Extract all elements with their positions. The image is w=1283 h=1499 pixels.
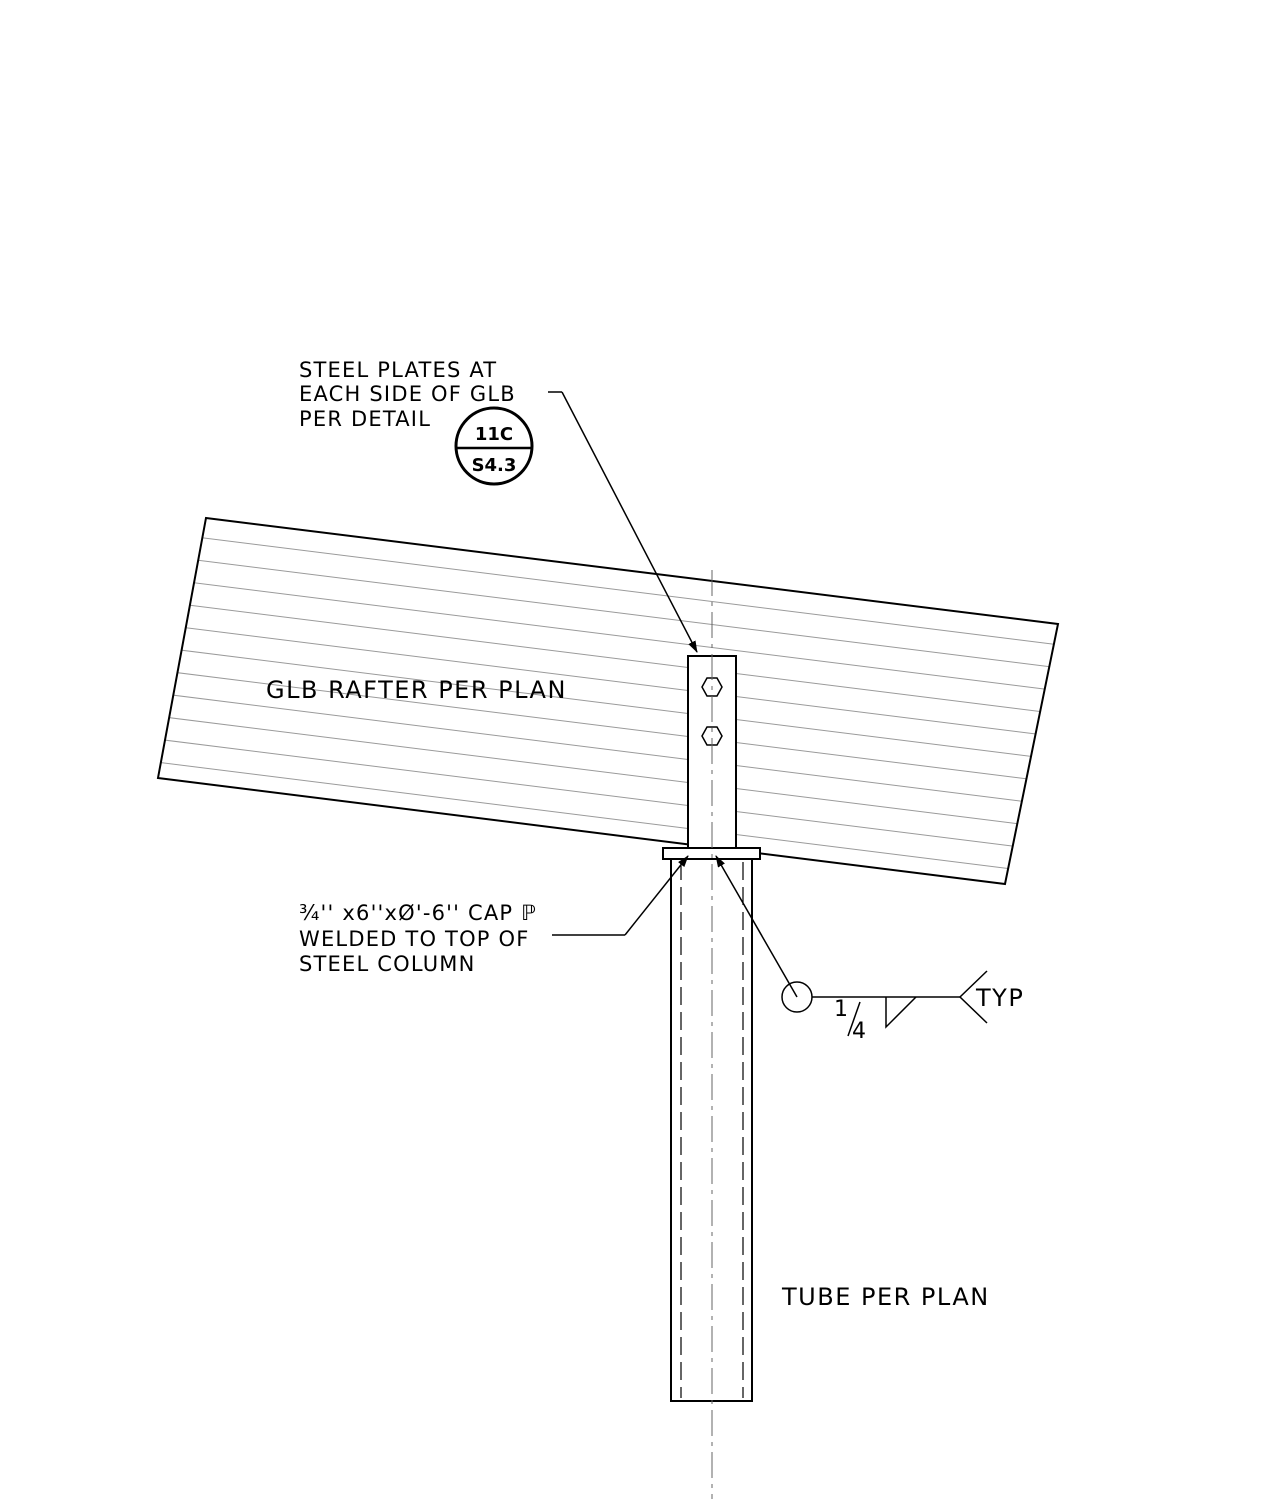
- steel-plates-leader: [548, 391, 698, 653]
- weld-note-typ: TYP: [975, 984, 1024, 1012]
- weld-size-denominator: 4: [852, 1019, 866, 1044]
- rafter-outline: [156, 516, 1060, 886]
- tube-label: TUBE PER PLAN: [781, 1283, 990, 1311]
- steel-plates-line-1: STEEL PLATES AT: [299, 358, 497, 382]
- glb-rafter-beam: [156, 516, 1060, 886]
- sheet-number: S4.3: [472, 455, 517, 476]
- cap-plate-line-3: STEEL COLUMN: [299, 952, 476, 976]
- detail-reference-tag: 11C S4.3: [454, 406, 534, 486]
- weld-symbol: 1 4 TYP: [715, 855, 1024, 1044]
- detail-number: 11C: [475, 424, 513, 445]
- cap-plate-label: ¾'' x6''xØ'-6'' CAP ℙ WELDED TO TOP OF S…: [299, 901, 537, 976]
- bolt-lower-icon: [701, 726, 723, 746]
- glulam-laminations: [158, 524, 1058, 881]
- cap-plate-leader: [552, 855, 689, 936]
- bolt-upper-icon: [701, 677, 723, 697]
- weld-tail-icon: [958, 970, 988, 1024]
- weld-size-numerator: 1: [834, 997, 848, 1022]
- glb-rafter-label: GLB RAFTER PER PLAN: [266, 676, 567, 704]
- cap-plate-line-1: ¾'' x6''xØ'-6'' CAP ℙ: [299, 901, 537, 925]
- steel-plates-label: STEEL PLATES AT EACH SIDE OF GLB PER DET…: [299, 358, 516, 431]
- fillet-weld-icon: [885, 996, 917, 1029]
- steel-plates-line-2: EACH SIDE OF GLB: [299, 382, 516, 406]
- cap-plate-line-2: WELDED TO TOP OF: [299, 927, 530, 951]
- steel-plates-line-3: PER DETAIL: [299, 407, 431, 431]
